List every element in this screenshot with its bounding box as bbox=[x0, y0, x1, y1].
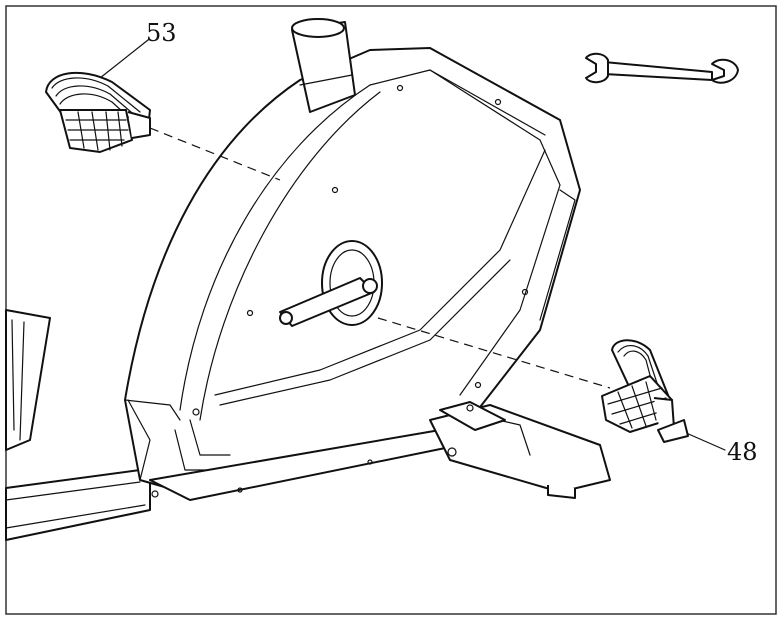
pedal-left bbox=[45, 71, 151, 153]
leader-53 bbox=[99, 39, 149, 79]
pedal-right bbox=[601, 339, 689, 443]
wrench-icon bbox=[585, 52, 739, 84]
assembly-line-left bbox=[149, 127, 281, 181]
base-frame bbox=[5, 309, 151, 541]
assembly-line-right bbox=[377, 317, 611, 389]
callout-53: 53 bbox=[146, 19, 177, 47]
callout-48: 48 bbox=[727, 438, 758, 466]
seat-post-tube bbox=[291, 18, 356, 113]
front-stabilizer bbox=[429, 401, 611, 499]
crank-assembly bbox=[279, 240, 383, 327]
